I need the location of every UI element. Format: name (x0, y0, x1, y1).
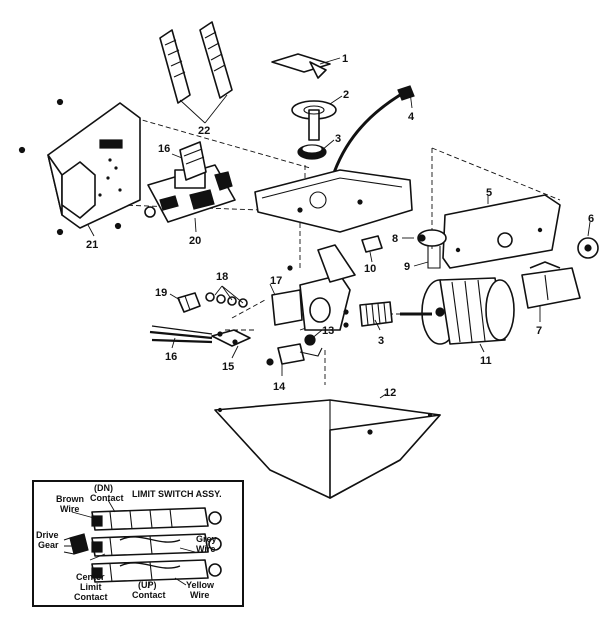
limit-switch (266, 343, 323, 366)
callout-19: 19 (155, 287, 167, 299)
drive-gear (297, 144, 327, 160)
inset-drive-gear (63, 533, 89, 555)
label-drive-gear: Gear (38, 540, 59, 550)
callout-17: 17 (270, 275, 282, 287)
motor (400, 277, 515, 345)
callout-13: 13 (322, 325, 334, 337)
callout-14: 14 (273, 381, 286, 393)
capacitor (521, 261, 581, 309)
label-center: Center (76, 572, 105, 582)
label-up: (UP) (138, 580, 157, 590)
worm-gear (359, 301, 393, 327)
socket-bracket (427, 246, 441, 269)
light-bulb (417, 229, 447, 247)
terminal-clip (361, 235, 383, 253)
label-yellow: Yellow (186, 580, 215, 590)
wire-harness (149, 325, 213, 344)
label-center-contact: Contact (74, 592, 108, 602)
callout-20: 20 (189, 235, 201, 247)
callout-16-lower: 16 (165, 351, 177, 363)
light-lens (577, 237, 599, 259)
label-brown-wire: Wire (60, 504, 79, 514)
label-up-contact: Contact (132, 590, 166, 600)
callout-16-upper: 16 (158, 143, 170, 155)
leader-lines (87, 57, 591, 399)
chassis (254, 169, 413, 233)
label-drive: Drive (36, 530, 59, 540)
end-panel (442, 194, 561, 269)
callout-21: 21 (86, 239, 98, 251)
inset-title: LIMIT SWITCH ASSY. (132, 489, 222, 499)
nuts-washers (205, 292, 248, 308)
callout-11: 11 (480, 355, 492, 367)
label-center-limit: Limit (80, 582, 102, 592)
label-dn: (DN) (94, 483, 113, 493)
light-socket-assembly (179, 141, 207, 181)
callout-2: 2 (343, 89, 349, 101)
callout-4: 4 (408, 111, 415, 123)
opener-cover (18, 98, 141, 236)
power-cord (328, 85, 415, 186)
wire-connector (211, 329, 251, 347)
callout-10: 10 (364, 263, 376, 275)
label-grey: Grey (196, 534, 217, 544)
limit-switch-bracket (271, 244, 356, 331)
callout-6: 6 (588, 213, 594, 225)
rail-brackets (159, 21, 233, 104)
callout-8: 8 (392, 233, 398, 245)
light-cover-tray (214, 399, 441, 499)
callout-7: 7 (536, 325, 542, 337)
adjustment-knob (177, 292, 201, 313)
callout-12: 12 (384, 387, 396, 399)
limit-switch-inset: LIMIT SWITCH ASSY. (32, 480, 244, 607)
label-brown: Brown (56, 494, 84, 504)
callout-22: 22 (198, 125, 210, 137)
callout-5: 5 (486, 187, 492, 199)
sprocket-assembly (291, 100, 337, 141)
callout-1: 1 (342, 53, 348, 65)
callout-3-lower: 3 (378, 335, 384, 347)
callout-15: 15 (222, 361, 234, 373)
callout-3-upper: 3 (335, 133, 341, 145)
callout-18: 18 (216, 271, 228, 283)
callout-9: 9 (404, 261, 410, 273)
label-yellow-wire: Wire (190, 590, 209, 600)
part-callouts: 1 2 3 4 5 6 7 8 9 10 11 12 13 14 15 16 1… (86, 53, 594, 399)
label-dn-contact: Contact (90, 493, 124, 503)
label-grey-wire: Wire (196, 544, 215, 554)
mounting-bracket (271, 53, 331, 79)
